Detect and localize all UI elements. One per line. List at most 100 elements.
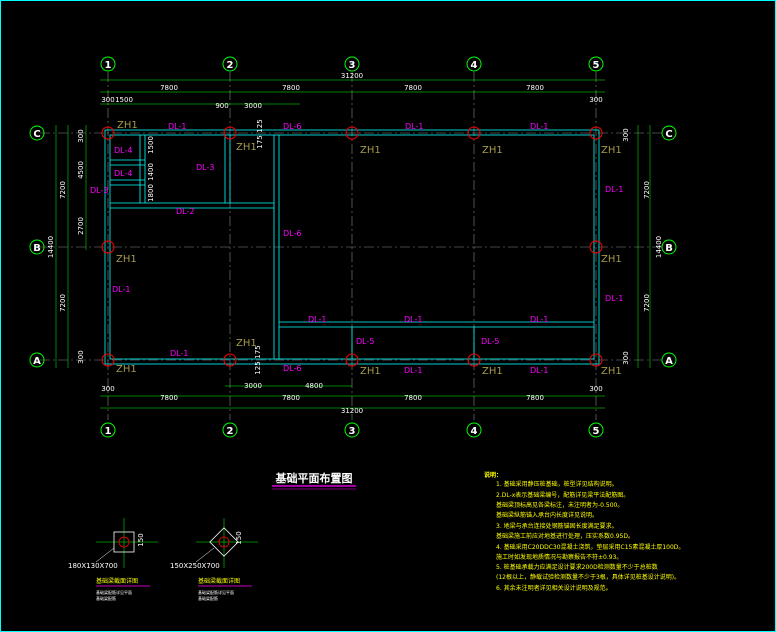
- grid-label-b-right: B: [665, 243, 673, 254]
- notes-heading: 说明：: [484, 471, 502, 479]
- beam-label-dl1-mid3: DL-1: [530, 315, 548, 324]
- beam-label-dl1-right-top: DL-1: [605, 185, 623, 194]
- grid-label-2-top: 2: [227, 60, 234, 71]
- grid-label-1-bottom: 1: [105, 426, 112, 437]
- pile-markers: [101, 126, 603, 367]
- dim-inner-6: 175: [254, 345, 262, 358]
- dim-sub-top-4: 3000: [244, 102, 262, 110]
- notes-line-6: 基础梁施工前应对地基进行处理，压实系数0.95D。: [496, 532, 634, 540]
- dim-bay-bottom-1: 7800: [160, 394, 178, 402]
- beam-label-dl1-c1: DL-1: [168, 122, 186, 131]
- grid-label-c-right: C: [665, 129, 672, 140]
- dim-bay-bottom-2: 7800: [282, 394, 300, 402]
- detail2-caption: 基础梁截面详图: [198, 577, 240, 585]
- pile-label-c2: ZH1: [236, 142, 257, 153]
- grid-label-a-right: A: [665, 356, 673, 367]
- dim-sub-top-3: 900: [215, 102, 228, 110]
- beam-label-dl1-c2: DL-1: [405, 122, 423, 131]
- dim-inner-4: 125: [256, 119, 264, 132]
- dim-bay-left-1: 7200: [59, 181, 67, 199]
- beam-label-dl2: DL-2: [176, 207, 194, 216]
- grid-label-c-left: C: [33, 129, 40, 140]
- dim-sub-top-1: 300: [101, 96, 114, 104]
- dim-sub-bottom-2: 4800: [305, 382, 323, 390]
- grid-label-3-top: 3: [349, 60, 356, 71]
- dim-offset-right-bottom: 300: [622, 351, 630, 364]
- beam-label-dl6-c: DL-6: [283, 122, 301, 131]
- pile-label-b5: ZH1: [601, 254, 622, 265]
- beam-label-dl5-b: DL-5: [481, 337, 499, 346]
- beam-label-dl1-a2: DL-1: [404, 366, 422, 375]
- dim-inner-1: 1500: [147, 136, 155, 154]
- pile-label-c1: ZH1: [117, 120, 138, 131]
- detail1-note1: 基础梁配筋详见平面: [96, 589, 132, 595]
- general-notes: 说明： 1. 基础采用静压桩基础，桩型详见结构说明。 2.DL-x表示基础梁编号…: [484, 471, 684, 592]
- beam-label-dl1-a3: DL-1: [530, 366, 548, 375]
- grid-label-a-left: A: [33, 356, 41, 367]
- beam-label-dl4-a: DL-4: [114, 146, 132, 155]
- dim-total-top: 31200: [341, 72, 363, 80]
- dim-inner-3: 1800: [147, 184, 155, 202]
- grid-bubbles: 1 2 3 4 5 1 2 3 4 5 C B A C B A: [29, 56, 677, 438]
- pile-label-c5: ZH1: [601, 145, 622, 156]
- dim-sub-bottom-1: 3000: [244, 382, 262, 390]
- dim-total-right: 14400: [655, 236, 663, 258]
- notes-line-9: 5. 桩基础承载力应满足设计要求200D检测数量不少于总桩数: [496, 563, 658, 571]
- dim-bay-top-1: 7800: [160, 84, 178, 92]
- dim-offset-left-bottom: 300: [77, 350, 85, 363]
- dim-sub-left-1: 300: [77, 129, 85, 142]
- notes-line-11: 6. 其余未注明者详见相关设计说明及规范。: [496, 584, 612, 592]
- detail2-note1: 基础梁配筋详见平面: [198, 589, 234, 595]
- notes-line-3: 基础梁顶标高见各梁标注，未注明者为-0.500。: [496, 501, 623, 509]
- dim-bay-right-1: 7200: [643, 181, 651, 199]
- dim-total-left: 14400: [47, 236, 55, 258]
- beam-label-dl1-mid2: DL-1: [404, 315, 422, 324]
- pile-label-a1: ZH1: [116, 364, 137, 375]
- notes-line-8: 施工时如发现地质情况与勘察报告不符±0.93。: [496, 553, 622, 561]
- notes-line-7: 4. 基础采用C20DDC30混凝土浇筑，垫层采用C15素混凝土厚100D。: [496, 543, 684, 551]
- pile-label-a2-top: ZH1: [236, 338, 257, 349]
- detail2-note2: 基础梁配筋: [198, 595, 218, 601]
- dim-total-bottom: 31200: [341, 407, 363, 415]
- section-detail-1: 150 180X130X700 基础梁截面详图 基础梁配筋详见平面 基础梁配筋: [68, 518, 158, 601]
- beam-label-dl1-right: DL-1: [605, 294, 623, 303]
- pile-label-b1: ZH1: [116, 254, 137, 265]
- notes-line-1: 1. 基础采用静压桩基础，桩型详见结构说明。: [496, 480, 618, 488]
- beam-label-dl6-mid: DL-6: [283, 229, 301, 238]
- detail2-size: 150X250X700: [170, 562, 220, 570]
- grid-label-2-bottom: 2: [227, 426, 234, 437]
- detail1-dim: 150: [137, 533, 145, 546]
- dim-bay-left-2: 7200: [59, 294, 67, 312]
- dim-bay-top-3: 7800: [404, 84, 422, 92]
- dim-bay-right-2: 7200: [643, 294, 651, 312]
- pile-label-a5: ZH1: [601, 366, 622, 377]
- detail2-dim: 150: [235, 531, 243, 544]
- dim-end-top: 300: [589, 96, 602, 104]
- pile-label-c3: ZH1: [360, 145, 381, 156]
- dim-offset-bottom-right: 300: [589, 385, 602, 393]
- dim-offset-right-top: 300: [622, 128, 630, 141]
- beam-label-dl1-c3: DL-1: [530, 122, 548, 131]
- dim-inner-7: 125: [254, 361, 262, 374]
- beam-label-dl1-mid1: DL-1: [308, 315, 326, 324]
- pile-label-a3: ZH1: [360, 366, 381, 377]
- dim-bay-top-4: 7800: [526, 84, 544, 92]
- pile-label-a4: ZH1: [482, 366, 503, 377]
- beam-label-dl1-left: DL-1: [112, 285, 130, 294]
- dim-offset-bottom-left: 300: [101, 385, 114, 393]
- beam-label-dl3-left: DL-3: [90, 186, 108, 195]
- dim-inner-5: 175: [256, 135, 264, 148]
- dim-bay-top-2: 7800: [282, 84, 300, 92]
- drawing-title: 基础平面布置图: [275, 471, 353, 485]
- dim-sub-left-2: 4500: [77, 161, 85, 179]
- grid-label-3-bottom: 3: [349, 426, 356, 437]
- grid-label-1-top: 1: [105, 60, 112, 71]
- detail1-note2: 基础梁配筋: [96, 595, 116, 601]
- pile-labels: ZH1 ZH1 ZH1 ZH1 ZH1 ZH1 ZH1 ZH1 ZH1 ZH1 …: [116, 120, 622, 377]
- notes-line-10: (12根以上，静载试验检测数量不少于3根，具体详见桩基设计说明)。: [496, 573, 680, 581]
- detail1-caption: 基础梁截面详图: [96, 577, 138, 585]
- beam-label-dl3-inner: DL-3: [196, 163, 214, 172]
- notes-line-5: 3. 地梁与承台连接处钢筋锚固长度满足要求。: [496, 522, 618, 530]
- grid-label-b-left: B: [33, 243, 41, 254]
